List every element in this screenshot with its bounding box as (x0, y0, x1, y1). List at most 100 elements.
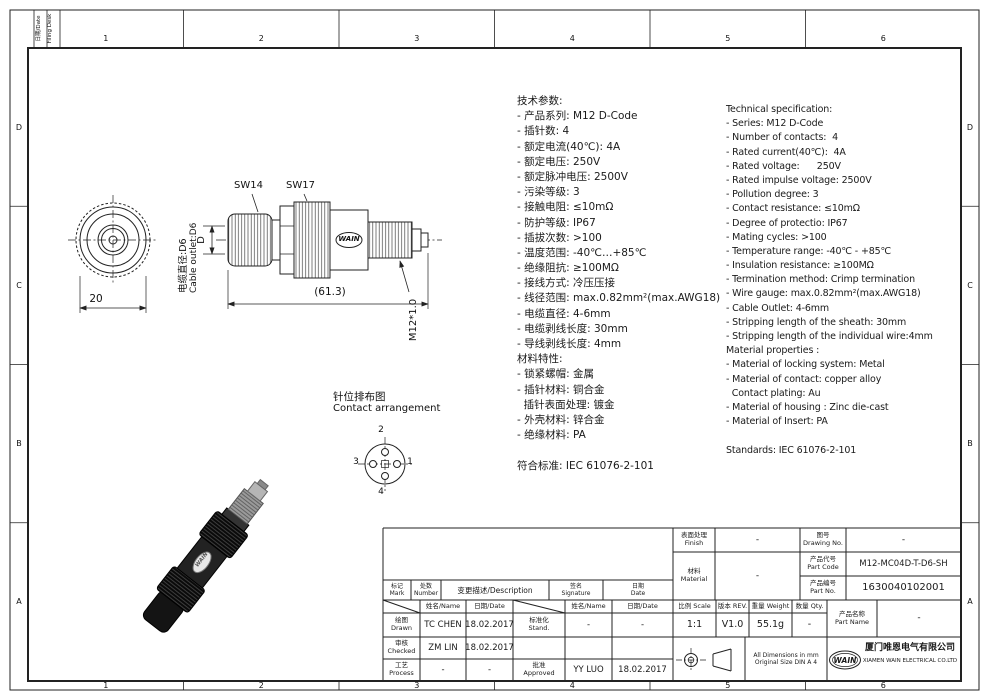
spec-line-cn: - 绝缘材料: PA (517, 429, 586, 442)
sw17-label: SW17 (286, 180, 315, 191)
sw14-label: SW14 (234, 180, 263, 191)
spec-line-en: - Rated voltage: 250V (726, 160, 841, 172)
corner-box-filing-label: Filing Desk (47, 13, 53, 44)
zone-number: 3 (414, 33, 420, 43)
pin-number-4: 4 (378, 487, 384, 497)
part-no-value: 1630040102001 (862, 582, 945, 593)
title-block-lines (382, 527, 961, 681)
standardization-name: - (586, 619, 591, 630)
spec-line-en: - Mating cycles: >100 (726, 231, 827, 243)
width-dimension-label: 20 (89, 293, 103, 305)
spec-line-en: - Material of locking system: Metal (726, 359, 885, 371)
zone-number: 3 (414, 681, 420, 690)
revision-description-header: 变更描述/Description (457, 585, 533, 595)
spec-line-cn: - 电缆剥线长度: 30mm (517, 322, 628, 335)
spec-line-en: - Insulation resistance: ≥100MΩ (726, 260, 874, 272)
scale-header: 比例 Scale (678, 601, 711, 610)
material-label: 材料 Material (680, 567, 708, 583)
spec-line-cn: - 防护等级: IP67 (517, 216, 596, 229)
spec-line-en: - Material of Insert: PA (726, 416, 828, 428)
spec-line-cn: - 污染等级: 3 (517, 186, 580, 199)
material-value: - (755, 570, 760, 581)
spec-line-cn: 符合标准: IEC 61076-2-101 (517, 459, 654, 472)
spec-line-en: - Series: M12 D-Code (726, 118, 824, 130)
spec-line-en (726, 430, 933, 444)
sheet-frame (9, 9, 980, 691)
zone-letter: C (967, 280, 973, 290)
zone-number: 2 (258, 681, 264, 690)
spec-line-cn: - 导线剥线长度: 4mm (517, 338, 622, 350)
rev-value: V1.0 (721, 619, 744, 631)
cable-outlet-note-cn: 电缆直径:D6 (178, 238, 189, 293)
spec-line-en: Standards: IEC 61076-2-101 (726, 444, 857, 456)
spec-line-cn: - 电缆直径: 4-6mm (517, 307, 611, 320)
standardization-date: - (640, 619, 645, 630)
spec-line-en: - Rated impulse voltage: 2500V (726, 174, 872, 186)
spec-line-en: Material properties : (726, 345, 820, 357)
process-label: 工艺 Process (389, 661, 414, 677)
revision-date-header: 日期 Date (630, 582, 646, 597)
pin-number-1: 1 (407, 457, 413, 467)
contact-arrangement-title-en: Contact arrangement (333, 403, 441, 414)
approved-name: YY LUO (573, 664, 604, 675)
checked-name: ZM LIN (428, 642, 458, 653)
company-logo-oval (829, 650, 861, 670)
qty-header: 数量 Qty. (795, 601, 824, 610)
spec-line-cn (517, 442, 720, 457)
side-view-brand-logo: WAIN (338, 235, 360, 243)
part-no-label: 产品编号 Part No. (810, 579, 836, 595)
spec-line-cn: - 外壳材料: 锌合金 (517, 413, 605, 426)
process-date: - (487, 664, 492, 675)
part-code-label: 产品代号 Part Code (807, 555, 839, 571)
zone-number: 1 (103, 681, 109, 690)
zone-letter: D (966, 122, 974, 132)
pin-number-3: 3 (353, 457, 359, 467)
part-name-label: 产品名称 Part Name (834, 609, 870, 626)
side-view (216, 193, 442, 309)
spec-line-en: - Rated current(40℃): 4A (726, 146, 846, 158)
approved-label: 批准 Approved (523, 661, 555, 677)
spec-line-cn: 材料特性: (517, 353, 563, 366)
front-view (68, 195, 225, 313)
finish-value: - (755, 534, 760, 545)
process-name: - (441, 664, 445, 675)
zone-letter: B (16, 439, 22, 449)
spec-line-cn: - 接线方式: 冷压压接 (517, 277, 616, 290)
cable-outlet-note-en: Cable outlet:D6 (189, 222, 199, 293)
part-code-value: M12-MC04D-T-D6-SH (859, 558, 948, 569)
spec-line-en: - Stripping length of the sheath: 30mm (726, 316, 907, 328)
iso-view (142, 478, 269, 633)
spec-line-en: - Material of contact: copper alloy (726, 373, 882, 385)
part-name-value: - (917, 613, 921, 624)
checked-label: 审核 Checked (387, 639, 416, 655)
company-logo-text: WAIN (833, 655, 857, 665)
length-dimension-label: (61.3) (314, 286, 346, 298)
checked-date: 18.02.2017 (466, 642, 513, 653)
spec-line-cn: - 锁紧螺帽: 金属 (517, 368, 595, 381)
spec-line-en: - Cable Outlet: 4-6mm (726, 302, 829, 314)
spec-line-cn: - 温度范围: -40℃…+85℃ (517, 246, 647, 259)
spec-line-cn: - 产品系列: M12 D-Code (517, 110, 638, 123)
zone-letter: B (967, 439, 973, 449)
subheader-date-right: 日期/Date (627, 601, 658, 610)
thread-dimension-label: M12*1.0 (408, 298, 419, 342)
specs-english: Technical specification:- Series: M12 D-… (726, 104, 933, 459)
drawn-date: 18.02.2017 (466, 619, 513, 630)
qty-value: - (807, 619, 812, 631)
drawn-name: TC CHEN (424, 619, 462, 630)
spec-line-en: - Contact resistance: ≤10mΩ (726, 203, 860, 215)
revision-mark-header: 标记 Mark (389, 582, 405, 597)
zone-number: 5 (725, 33, 731, 43)
spec-line-en: - Degree of protectio: IP67 (726, 217, 848, 229)
spec-line-cn: - 额定脉冲电压: 2500V (517, 170, 628, 183)
scale-value: 1:1 (686, 619, 703, 631)
spec-line-cn: - 插针材料: 铜合金 (517, 383, 605, 396)
spec-line-cn: - 额定电流(40℃): 4A (517, 140, 621, 153)
spec-line-en: - Wire gauge: max.0.82mm²(max.AWG18) (726, 288, 921, 300)
zone-letter: A (16, 597, 22, 607)
drawing-no-label: 图号 Drawing No. (803, 531, 843, 547)
zone-number: 4 (569, 33, 575, 43)
